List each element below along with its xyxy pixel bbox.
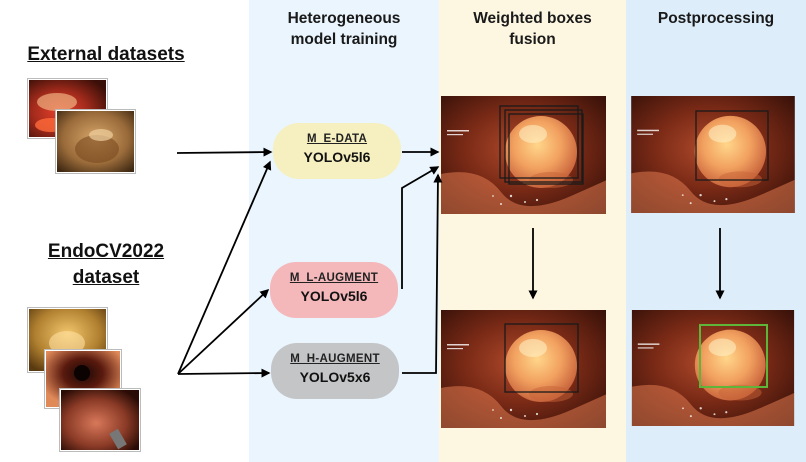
external-datasets-text: External datasets: [27, 44, 185, 65]
wbf-multi-boxes: [499, 105, 584, 185]
post-output-frame: [631, 310, 795, 426]
arrow-l-augment-to-wbf: [401, 166, 440, 289]
endocv-label-line-1: EndoCV2022: [47, 241, 165, 262]
post-input-box: [695, 110, 769, 181]
wbf-title-line-2: fusion: [509, 31, 556, 48]
arrow-endocv-to-h-augment: [177, 368, 271, 378]
endocv-image-3: [60, 389, 140, 451]
model-arch-h-augment: YOLOv5x6: [299, 369, 371, 385]
wbf-title: Weighted boxes fusion: [439, 8, 626, 50]
model-pill-h-augment: M_H-AUGMENT YOLOv5x6: [271, 343, 399, 399]
post-title-line-1: Postprocessing: [657, 10, 775, 27]
endocv-dataset-label: EndoCV2022 dataset: [0, 239, 212, 291]
final-box: [699, 324, 768, 388]
model-pill-e-data: M_E-DATA YOLOv5l6: [273, 123, 401, 179]
detection-box-3: [508, 113, 584, 185]
detection-box-1: [499, 105, 579, 179]
training-title: Heterogeneous model training: [249, 8, 439, 50]
arrow-external-to-e-data: [176, 147, 273, 157]
arrow-endocv-to-l-augment: [177, 288, 270, 375]
model-name-l-augment: M_L-AUGMENT: [289, 272, 379, 284]
endocv-label-line-2: dataset: [72, 267, 140, 288]
arrow-endocv-to-e-data: [177, 160, 272, 375]
post-title: Postprocessing: [626, 8, 806, 29]
detection-box-2: [504, 109, 583, 183]
model-name-h-augment: M_H-AUGMENT: [290, 353, 380, 365]
external-image-2: [56, 110, 135, 173]
external-datasets-label: External datasets: [0, 42, 212, 68]
fused-box: [504, 323, 579, 393]
wbf-title-line-1: Weighted boxes: [473, 10, 592, 27]
polyp-image: [631, 310, 795, 426]
training-title-line-1: Heterogeneous: [287, 10, 401, 27]
model-pill-l-augment: M_L-AUGMENT YOLOv5l6: [270, 262, 398, 318]
model-arch-l-augment: YOLOv5l6: [300, 288, 368, 304]
training-title-line-2: model training: [290, 31, 398, 48]
model-name-e-data: M_E-DATA: [306, 133, 368, 145]
arrow-h-augment-to-wbf: [402, 173, 443, 374]
model-arch-e-data: YOLOv5l6: [303, 149, 371, 165]
